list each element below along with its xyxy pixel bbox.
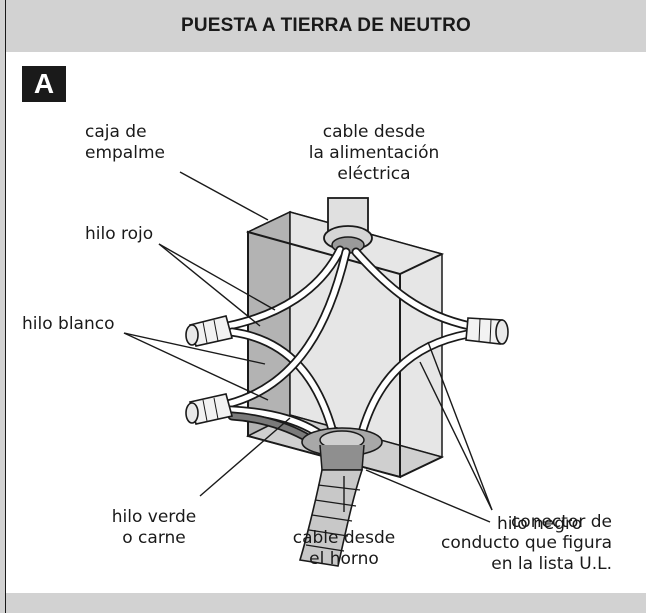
green-wire-label-line-1: hilo verde [111,507,197,527]
power-cable-label-line-2: la alimentación [308,143,440,163]
conduit-connector-label-line-1: conector de [510,512,612,532]
power-cable-label-line-3: eléctrica [337,164,411,184]
oven-cable [298,469,364,567]
conduit-connector-label: conector de conducto que figura en la li… [420,512,612,575]
conduit-connector [301,427,383,471]
header-bar: PUESTA A TIERRA DE NEUTRO [6,0,646,52]
junction-box-label: caja de empalme [85,122,165,164]
footer-bar [6,593,646,613]
red-wire-label: hilo rojo [85,224,154,244]
white-wire-label: hilo blanco [22,314,115,334]
oven-cable-label: cable desde el horno [276,528,412,570]
green-wire-label: hilo verde o carne [98,507,210,549]
leader-lines [123,171,493,523]
conduit-connector-label-line-3: en la lista U.L. [491,554,612,574]
power-cable-label-line-1: cable desde [322,122,426,142]
wire-nut-left-upper [185,315,233,347]
oven-cable-label-line-2: el horno [309,549,379,569]
black-wire-label: hilo negro [497,514,583,534]
panel-letter-badge: A [22,66,66,102]
wire-nut-left-lower [185,393,233,425]
frame-left-border [0,0,6,613]
junction-box-label-line-2: empalme [85,143,165,163]
oven-cable-label-line-1: cable desde [292,528,396,548]
power-cable [323,197,373,254]
page-title: PUESTA A TIERRA DE NEUTRO [180,15,471,36]
wire-nut-right [465,317,509,345]
junction-box-label-line-1: caja de [85,122,147,142]
power-cable-label: cable desde la alimentación eléctrica [286,122,462,185]
conduit-connector-label-line-2: conducto que figura [440,533,612,553]
green-wire-label-line-2: o carne [122,528,186,548]
